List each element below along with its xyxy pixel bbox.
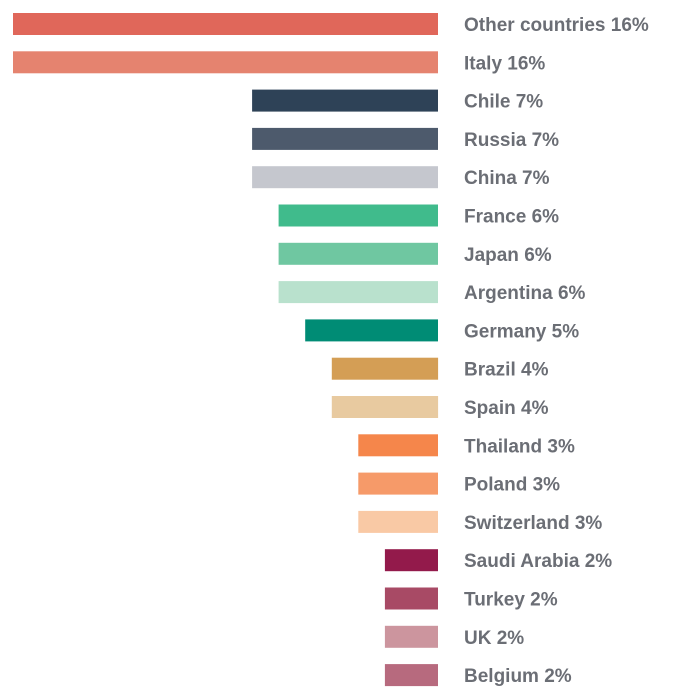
bar-uk xyxy=(384,625,438,648)
bar-thailand xyxy=(358,434,438,457)
label-brazil: Brazil 4% xyxy=(464,360,549,381)
bar-brazil xyxy=(331,357,439,380)
label-belgium: Belgium 2% xyxy=(464,666,572,687)
bar-china xyxy=(252,166,438,189)
bar-other-countries xyxy=(13,13,438,35)
bar-switzerland xyxy=(358,510,438,533)
label-argentina: Argentina 6% xyxy=(464,283,586,304)
bar-japan xyxy=(278,242,438,265)
label-poland: Poland 3% xyxy=(464,475,560,496)
bar-spain xyxy=(331,396,439,418)
label-japan: Japan 6% xyxy=(464,245,552,266)
bar-russia xyxy=(252,127,438,150)
bar-argentina xyxy=(278,281,438,304)
bar-italy xyxy=(13,51,438,74)
label-italy: Italy 16% xyxy=(464,53,545,74)
label-uk: UK 2% xyxy=(464,628,524,649)
label-france: France 6% xyxy=(464,207,559,228)
bar-germany xyxy=(305,319,438,342)
label-saudi-arabia: Saudi Arabia 2% xyxy=(464,551,612,572)
labels-group: Other countries 16% Italy 16% Chile 7% Russ… xyxy=(464,15,649,687)
label-thailand: Thailand 3% xyxy=(464,436,575,457)
label-other-countries: Other countries 16% xyxy=(464,15,649,36)
bar-turkey xyxy=(384,587,438,610)
label-spain: Spain 4% xyxy=(464,398,549,419)
label-chile: Chile 7% xyxy=(464,92,543,113)
bars-group xyxy=(13,13,439,687)
label-turkey: Turkey 2% xyxy=(464,590,558,611)
label-russia: Russia 7% xyxy=(464,130,559,151)
bar-saudi-arabia xyxy=(384,549,438,572)
bar-belgium xyxy=(384,664,438,687)
bar-france xyxy=(278,204,438,227)
label-china: China 7% xyxy=(464,168,550,189)
bar-chile xyxy=(252,89,438,112)
label-switzerland: Switzerland 3% xyxy=(464,513,602,534)
bar-poland xyxy=(358,472,438,495)
label-germany: Germany 5% xyxy=(464,321,579,342)
